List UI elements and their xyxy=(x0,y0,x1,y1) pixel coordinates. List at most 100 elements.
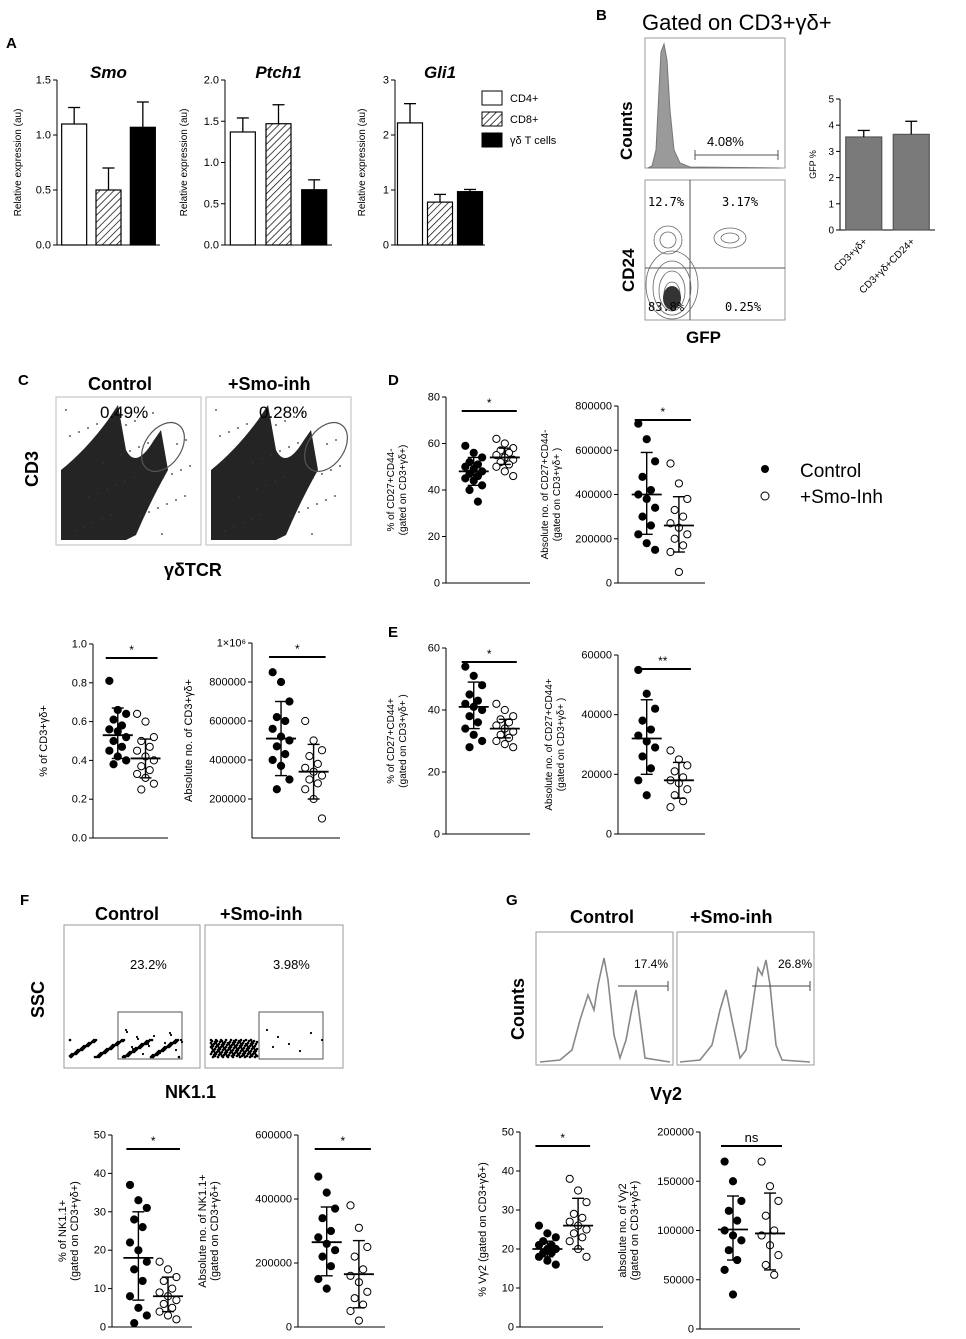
flow-event xyxy=(226,1048,230,1052)
flow-event xyxy=(162,477,164,479)
flow-event xyxy=(223,461,225,463)
flow-event xyxy=(158,1051,162,1055)
data-point xyxy=(125,1180,135,1190)
data-point xyxy=(465,690,474,699)
y-tick-label: 60 xyxy=(428,438,440,450)
data-point xyxy=(350,1252,359,1261)
data-point xyxy=(638,512,647,521)
flow-event xyxy=(245,1043,249,1047)
legend-swatch-cd8 xyxy=(481,111,503,127)
flow-event xyxy=(211,1055,215,1059)
data-point xyxy=(683,530,692,539)
y-tick-label: 2 xyxy=(383,130,389,142)
flow-event xyxy=(234,1045,238,1049)
y-tick-label: 20 xyxy=(428,767,440,779)
y-tick-label: 200000 xyxy=(657,1127,694,1139)
data-point xyxy=(122,709,131,718)
flow-event xyxy=(237,427,239,429)
flow-event xyxy=(243,1044,247,1048)
y-tick-label: 30 xyxy=(94,1206,106,1218)
data-point xyxy=(346,1271,355,1280)
flow-event xyxy=(246,1052,250,1056)
data-point xyxy=(646,725,656,734)
data-point xyxy=(551,1233,560,1242)
flow-event xyxy=(180,1040,184,1044)
data-point xyxy=(720,1226,729,1235)
data-point xyxy=(163,1311,173,1320)
data-point xyxy=(155,1257,164,1266)
y-tick-label: 20000 xyxy=(581,769,612,781)
flow-event xyxy=(298,511,300,513)
y-tick-label: 0.2 xyxy=(72,794,87,806)
data-point xyxy=(461,462,470,471)
panel-label-a: A xyxy=(6,35,17,52)
flow-event xyxy=(246,1041,250,1045)
data-point xyxy=(281,716,290,726)
panel-c-flow: Control +Smo-inh 0.49% 0.28% CD3 γδTCR xyxy=(22,374,352,580)
g-control-plot xyxy=(535,931,674,1066)
c-control-gate xyxy=(141,421,185,473)
flow-event xyxy=(224,1052,228,1056)
c-inhibitor-label: +Smo-inh xyxy=(228,374,311,394)
y-axis-label: % of CD27+CD44+ xyxy=(386,698,397,784)
flow-event xyxy=(83,526,85,528)
data-point xyxy=(130,1319,139,1328)
significance-label: * xyxy=(487,647,492,661)
data-point xyxy=(142,1311,151,1320)
y-tick-label: 10 xyxy=(94,1283,106,1295)
data-point xyxy=(461,474,470,483)
data-point xyxy=(646,764,656,773)
flow-event xyxy=(87,1041,91,1045)
flow-event xyxy=(252,462,254,464)
flow-event xyxy=(218,1047,222,1051)
flow-event xyxy=(124,1028,128,1032)
data-point xyxy=(105,725,114,734)
data-point xyxy=(122,756,131,765)
y-axis-label: (gated on CD3+γδ+) xyxy=(629,1181,641,1281)
flow-event xyxy=(174,1048,178,1052)
y-axis-label: % of CD27+CD44- xyxy=(386,448,397,531)
flow-event xyxy=(231,1048,235,1052)
data-point xyxy=(317,746,327,755)
data-point xyxy=(724,1206,733,1215)
data-point xyxy=(547,1248,556,1258)
data-point xyxy=(720,1157,729,1166)
flow-event xyxy=(169,1033,173,1037)
flow-event xyxy=(70,1052,74,1056)
flow-event xyxy=(169,1041,173,1045)
bar xyxy=(426,201,454,246)
data-point xyxy=(737,1196,746,1206)
data-point xyxy=(326,1226,336,1236)
data-point xyxy=(469,730,478,739)
flow-event xyxy=(210,1050,214,1054)
y-tick-label: 1.0 xyxy=(72,639,87,651)
flow-event xyxy=(151,1053,155,1057)
flow-event xyxy=(139,515,141,517)
chart-c-percent: 0.00.20.40.60.81.0% of CD3+γδ+* xyxy=(38,639,168,845)
flow-event xyxy=(225,1050,229,1054)
x-category-label: CD3+γδ+ xyxy=(832,236,870,274)
flow-event xyxy=(92,522,94,524)
flow-event xyxy=(232,1042,236,1046)
flow-event xyxy=(148,1038,152,1042)
data-point xyxy=(134,1196,143,1205)
flow-event xyxy=(101,518,103,520)
data-point xyxy=(670,505,679,515)
data-point xyxy=(473,497,483,506)
flow-event xyxy=(134,1046,138,1050)
y-tick-label: 3 xyxy=(383,75,389,87)
data-point xyxy=(130,1215,139,1224)
y-tick-label: 0.0 xyxy=(36,240,51,252)
legend-control-label: Control xyxy=(800,461,861,482)
flow-event xyxy=(78,431,80,433)
f-xlabel: NK1.1 xyxy=(165,1082,216,1102)
data-point xyxy=(109,760,118,769)
flow-event xyxy=(284,420,286,422)
histogram-peak xyxy=(647,42,781,169)
y-tick-label: 40 xyxy=(428,485,440,497)
flow-event xyxy=(217,1042,221,1046)
panel-label-g: G xyxy=(506,892,518,909)
